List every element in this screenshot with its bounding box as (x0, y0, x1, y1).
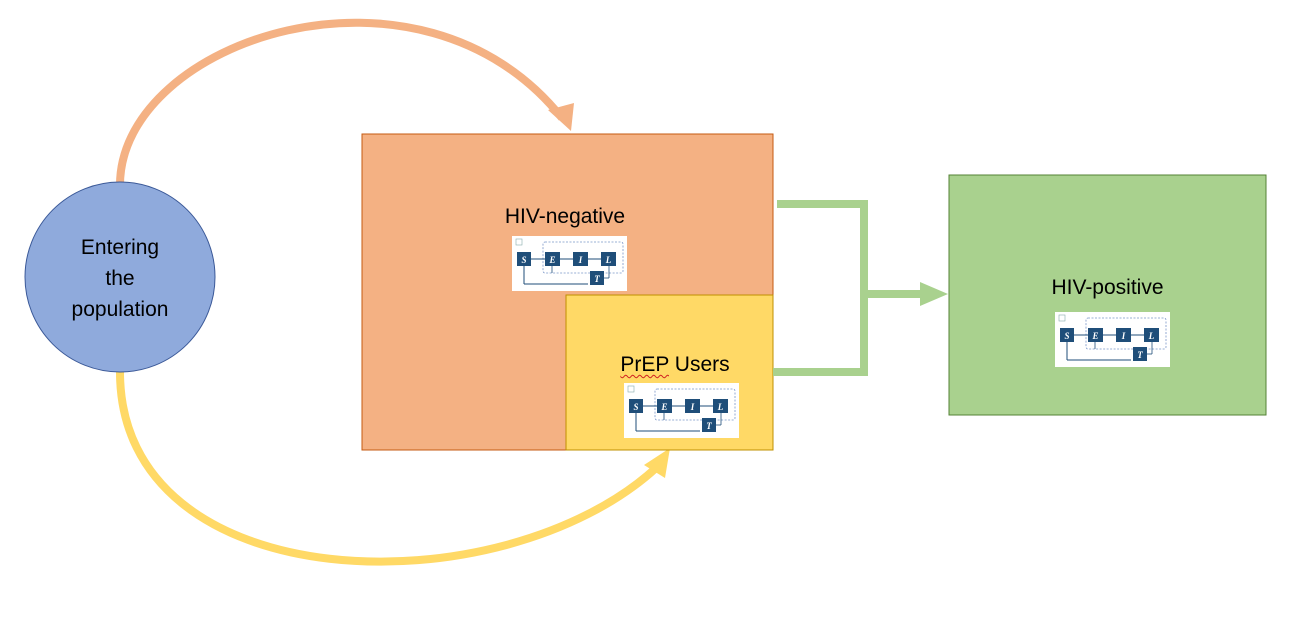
seilt-model-positive (1054, 311, 1171, 368)
prep-rest: Users (668, 353, 730, 376)
hiv-positive-box (948, 174, 1267, 416)
seilt-model-prep (623, 382, 740, 439)
arrow-head-orange (548, 103, 574, 131)
seilt-model-negative (511, 235, 628, 292)
arrow-head-green (920, 282, 948, 306)
population-line-1: Entering (80, 236, 160, 259)
arrow-head-yellow (644, 448, 670, 478)
population-line-2: the (105, 267, 135, 290)
prep-users-label: PrEP Users (590, 353, 760, 377)
arrow-to-prep-users (116, 371, 659, 566)
population-label: Entering the population (40, 232, 200, 325)
arrow-to-hiv-negative (116, 18, 566, 186)
connector-prep (773, 294, 868, 376)
connector-negative (777, 200, 868, 294)
population-line-3: population (71, 298, 169, 321)
population-circle (24, 181, 216, 373)
hiv-positive-label: HIV-positive (1051, 276, 1164, 299)
hiv-negative-label: HIV-negative (504, 205, 626, 228)
prep-word: PrEP (620, 353, 669, 376)
